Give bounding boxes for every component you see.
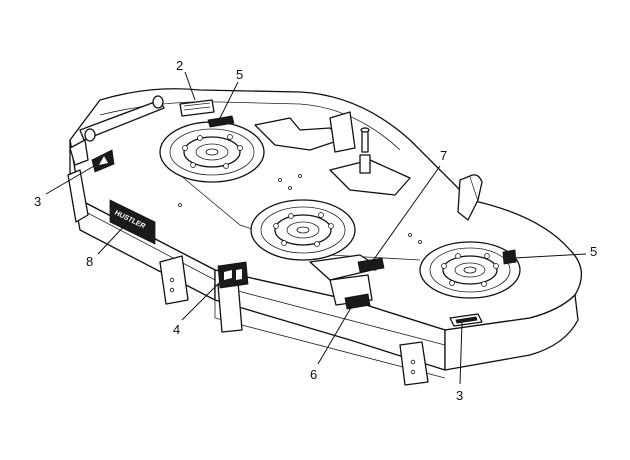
callout-3-right: 3 [456,388,463,403]
leader-5a [219,81,239,119]
rear-bracket-right [457,174,483,221]
leader-5b [513,253,587,259]
callout-5-right: 5 [590,244,597,259]
decal-spindle-right [502,249,517,265]
spindle-center [250,199,356,261]
decal-front-panel [217,261,249,289]
leader-4 [181,279,223,321]
decal-spindle-left [207,115,235,128]
spindle-right [419,241,521,299]
decal-front-bracket [344,293,371,310]
leader-7 [371,165,441,263]
front-bracket-3 [217,281,243,333]
decal-warning-right [449,313,483,327]
idler-arm-right [329,154,411,196]
decal-side-brand: HUSTLER [109,199,156,245]
leader-3a [45,165,95,195]
rear-pivot-tube [69,95,165,166]
callout-3-left: 3 [34,194,41,209]
callout-6: 6 [310,367,317,382]
spindle-left [159,121,265,183]
front-bracket-2 [159,255,189,305]
front-bracket-1 [67,169,89,223]
leader-6 [317,305,353,365]
callout-5-left: 5 [236,67,243,82]
callout-7: 7 [440,148,447,163]
leader-8 [97,221,129,255]
deck-holes [178,174,422,244]
decal-rear-label [179,99,215,117]
front-bracket-4 [399,341,429,386]
idler-bracket-rear [254,111,370,153]
leader-lines [45,71,587,385]
leader-3b [459,321,463,385]
leader-2 [184,71,196,101]
callout-4: 4 [173,322,180,337]
decal-warning-left [91,149,115,173]
callout-8: 8 [86,254,93,269]
callout-2: 2 [176,58,183,73]
callout-labels: 2 5 3 7 8 5 4 6 3 [34,58,597,403]
